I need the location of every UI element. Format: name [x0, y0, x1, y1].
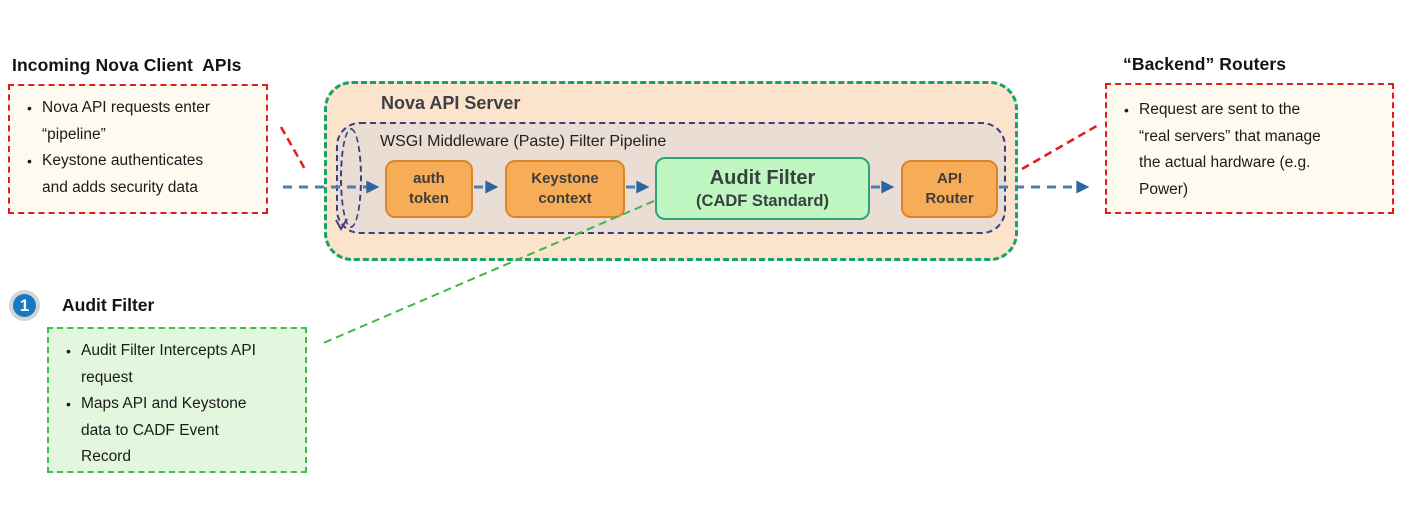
stage-label-line: context — [538, 190, 592, 207]
nova-api-server-box: Nova API Server WSGI Middleware (Paste) … — [324, 81, 1018, 261]
wsgi-pipeline-box: WSGI Middleware (Paste) Filter Pipeline … — [336, 122, 1006, 234]
stage-label-line: Keystone — [531, 170, 599, 187]
note-bullet: Audit Filter Intercepts API request — [66, 338, 257, 391]
stage-label-line: (CADF Standard) — [696, 191, 829, 210]
wsgi-pipeline-title: WSGI Middleware (Paste) Filter Pipeline — [380, 133, 667, 150]
audit-callout-bullet-list: Audit Filter Intercepts API request Maps… — [49, 338, 305, 471]
incoming-apis-note: Nova API requests enter “pipeline” Keyst… — [8, 84, 268, 214]
stage-label-line: auth — [413, 170, 445, 187]
stage-api-router: API Router — [901, 160, 998, 218]
stage-label-line: Audit Filter — [709, 166, 816, 189]
right-note-connector-line — [1021, 122, 1101, 171]
note-bullet: Request are sent to the “real servers” t… — [1124, 97, 1323, 203]
stage-audit-filter: Audit Filter (CADF Standard) — [655, 157, 870, 220]
audit-filter-callout-note: Audit Filter Intercepts API request Maps… — [47, 327, 307, 473]
note-bullet: Nova API requests enter “pipeline” — [27, 95, 218, 148]
incoming-apis-title: Incoming Nova Client APIs — [12, 55, 242, 75]
backend-routers-bullet-list: Request are sent to the “real servers” t… — [1107, 97, 1392, 203]
audit-filter-callout-title: Audit Filter — [62, 295, 155, 315]
incoming-apis-bullet-list: Nova API requests enter “pipeline” Keyst… — [10, 95, 266, 201]
stage-label-line: Router — [925, 190, 974, 207]
note-bullet: Keystone authenticates and adds security… — [27, 148, 218, 201]
left-note-connector-line — [279, 126, 308, 172]
backend-routers-title: “Backend” Routers — [1123, 54, 1287, 74]
nova-api-server-title: Nova API Server — [381, 93, 521, 113]
stage-keystone-context: Keystone context — [505, 160, 625, 218]
stage-label-line: API — [936, 170, 962, 187]
backend-routers-note: Request are sent to the “real servers” t… — [1105, 83, 1394, 214]
pipeline-cap-ellipse — [340, 128, 362, 228]
stage-auth-token: auth token — [385, 160, 473, 218]
stage-label-line: token — [408, 190, 449, 207]
note-bullet: Maps API and Keystone data to CADF Event… — [66, 391, 257, 471]
step-1-badge: 1 — [9, 290, 40, 321]
